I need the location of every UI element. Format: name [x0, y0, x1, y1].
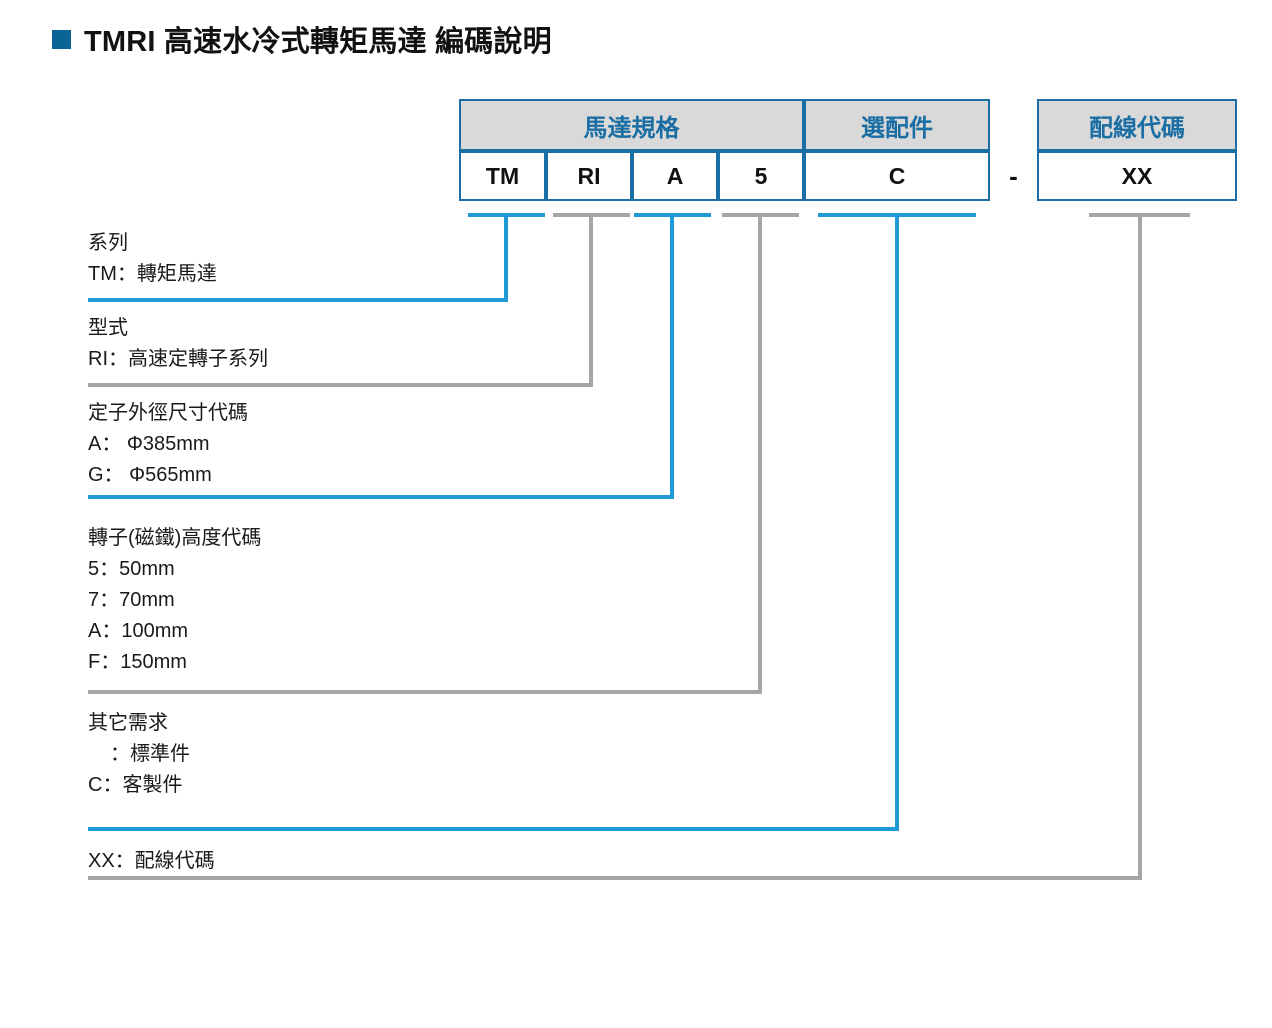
- legend-entry: 5：50mm: [88, 558, 175, 580]
- legend-entry: RI：高速定轉子系列: [88, 348, 268, 370]
- legend-entry: ：標準件: [110, 743, 190, 765]
- legend-block-type: 型式 RI：高速定轉子系列: [88, 313, 268, 375]
- legend-entry: A： Φ385mm: [88, 433, 210, 455]
- legend-block-wiring-code: XX：配線代碼: [88, 846, 215, 877]
- page-title-text: TMRI 高速水冷式轉矩馬達 編碼說明: [84, 26, 552, 58]
- legend-block-series: 系列 TM：轉矩馬達: [88, 228, 217, 290]
- leader-line-option: [88, 213, 976, 831]
- code-cell-series: TM: [459, 151, 546, 201]
- legend-block-other-requirements: 其它需求 ：標準件 C：客製件: [88, 708, 190, 801]
- code-cell-stator-diameter: A: [632, 151, 718, 201]
- bullet-square-icon: [52, 29, 71, 49]
- group-header-wiring-code: 配線代碼: [1037, 99, 1237, 151]
- legend-entry: C：客製件: [88, 774, 183, 796]
- code-cell-wiring: XX: [1037, 151, 1237, 201]
- legend-block-rotor-height: 轉子(磁鐵)高度代碼 5：50mm 7：70mm A：100mm F：150mm: [88, 523, 261, 678]
- code-cell-type: RI: [546, 151, 632, 201]
- legend-heading: 轉子(磁鐵)高度代碼: [88, 527, 262, 549]
- legend-entry: TM：轉矩馬達: [88, 263, 217, 285]
- legend-block-stator-diameter: 定子外徑尺寸代碼 A： Φ385mm G： Φ565mm: [88, 398, 248, 491]
- code-cell-option: C: [804, 151, 990, 201]
- legend-heading: 系列: [88, 232, 128, 254]
- group-header-motor-spec: 馬達規格: [459, 99, 804, 151]
- legend-heading: 型式: [88, 317, 128, 339]
- legend-entry: G： Φ565mm: [88, 464, 212, 486]
- page-title: TMRI 高速水冷式轉矩馬達 編碼說明: [52, 18, 552, 60]
- legend-entry: XX：配線代碼: [88, 850, 215, 872]
- separator-dash: -: [1009, 160, 1018, 191]
- code-cell-rotor-height: 5: [718, 151, 804, 201]
- legend-entry: 7：70mm: [88, 589, 175, 611]
- legend-entry: A：100mm: [88, 620, 189, 642]
- group-header-options: 選配件: [804, 99, 990, 151]
- legend-entry: F：150mm: [88, 651, 187, 673]
- legend-heading: 其它需求: [88, 712, 168, 734]
- legend-heading: 定子外徑尺寸代碼: [88, 402, 248, 424]
